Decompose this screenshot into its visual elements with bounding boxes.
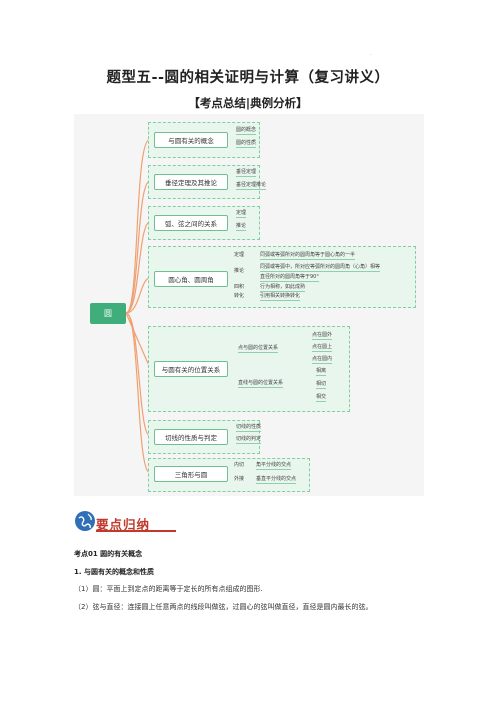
leaf-line-circle: 直线与圆的位置关系	[238, 380, 284, 388]
leaf-angle-convert: 转化	[234, 293, 245, 299]
leaf-point-circle: 点与圆的位置关系	[238, 345, 279, 353]
leaf-angle-four-detail: 行为相称，如此成熟	[260, 284, 306, 292]
page-title: 题型五--圆的相关证明与计算（复习讲义）	[106, 70, 390, 86]
globe-icon	[75, 511, 95, 531]
leaf-pd-corollary: 垂径定理推论	[236, 182, 267, 190]
leaf-angle-four: 四积	[234, 284, 245, 290]
connector-7	[125, 312, 151, 474]
leaf-point-on: 点在圆上	[312, 344, 333, 352]
connector-6	[125, 312, 151, 437]
leaf-line-tangent: 相切	[316, 381, 327, 389]
banner-underline	[96, 530, 176, 532]
header-mark: .	[370, 50, 372, 57]
connector-1	[125, 138, 151, 314]
leaf-pd-theorem: 垂径定理	[236, 169, 257, 177]
section-banner: 要点归纳	[96, 517, 151, 532]
node-tangent: 切线的性质与判定	[154, 429, 228, 445]
node-circle-concepts: 与圆有关的概念	[154, 132, 228, 148]
connector-3	[125, 221, 151, 314]
node-perpendicular-diameter: 垂径定理及其推论	[154, 174, 228, 190]
connector-2	[125, 180, 151, 314]
paragraph-1: （1）圆：平面上到定点的距离等于定长的所有点组成的图形.	[74, 585, 263, 593]
leaf-circle-properties: 圆的性质	[236, 140, 257, 148]
paragraph-2: （2）弦与直径：连接圆上任意两点的线段叫做弦，过圆心的弦叫做直径，直径是圆内最长…	[74, 603, 373, 611]
leaf-point-outside: 点在圆外	[312, 332, 333, 340]
leaf-circle-concept: 圆的概念	[236, 127, 257, 135]
section-heading: 考点01 圆的有关概念	[74, 550, 143, 558]
leaf-angle-corollary-detail-1: 同弧或等弧中，所对应等弧所对的圆周角（心角）相等	[260, 264, 381, 272]
mind-map-root: 圆	[90, 303, 126, 324]
leaf-circumcircle-detail: 垂直平分线的交点	[256, 476, 297, 484]
leaf-angle-theorem: 定理	[234, 252, 245, 258]
connector-4	[125, 277, 151, 314]
leaf-point-inside: 点在圆内	[312, 356, 333, 364]
leaf-circumcircle: 外接	[234, 476, 245, 482]
leaf-tangent-criterion: 切线的判定	[236, 436, 262, 444]
leaf-tangent-property: 切线的性质	[236, 424, 262, 432]
leaf-angle-theorem-detail: 同弧或等弧所对的圆周角等于圆心角的一半	[260, 252, 356, 260]
leaf-line-separate: 相离	[316, 368, 327, 376]
page-subtitle: 【考点总结|典例分析】	[188, 96, 308, 110]
connector-5	[125, 312, 151, 369]
leaf-arc-corollary: 推论	[236, 223, 247, 231]
leaf-incircle: 内切	[234, 462, 245, 468]
leaf-angle-convert-detail: 引用相关转换转化	[260, 293, 301, 301]
mind-map: 圆 与圆有关的概念 圆的概念 圆的性质 垂径定理及其推论 垂径定理 垂径定理推论…	[74, 114, 424, 496]
leaf-line-intersect: 相交	[316, 394, 327, 402]
leaf-angle-corollary-detail-2: 直径所对的圆周角等于90°	[260, 274, 319, 282]
leaf-angle-corollary: 推论	[234, 268, 245, 274]
subsection-heading: 1. 与圆有关的概念和性质	[74, 568, 154, 576]
node-triangle-circle: 三角形与圆	[154, 466, 228, 482]
node-central-inscribed-angle: 圆心角、圆周角	[154, 271, 228, 287]
leaf-incircle-detail: 角平分线的交点	[256, 462, 292, 470]
leaf-arc-theorem: 定理	[236, 210, 247, 218]
node-arc-chord: 弧、弦之间的关系	[154, 215, 228, 231]
node-position-relations: 与圆有关的位置关系	[154, 361, 228, 377]
